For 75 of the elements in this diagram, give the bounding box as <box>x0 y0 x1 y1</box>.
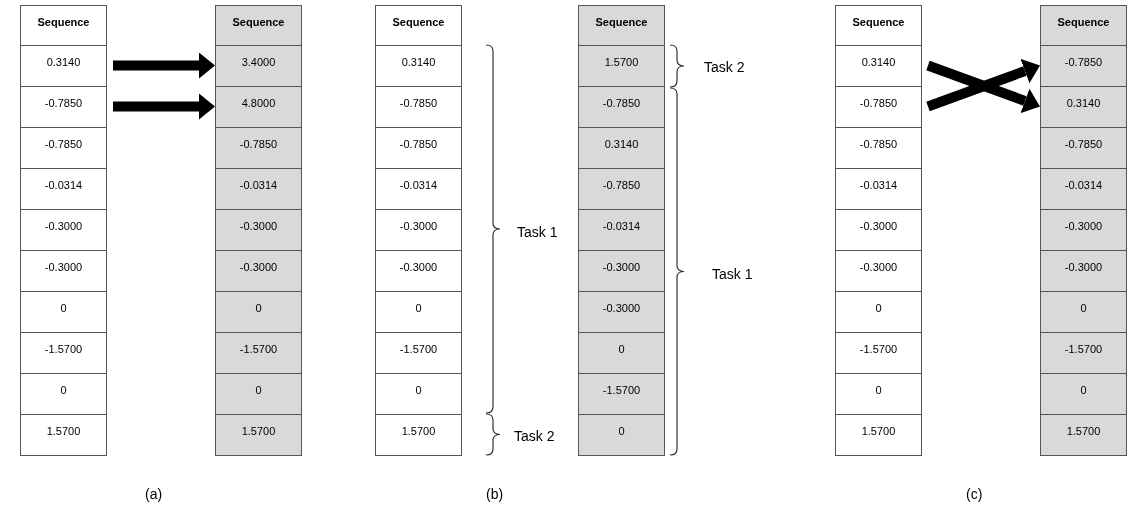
value-cell: -0.7850 <box>20 86 107 128</box>
panel-caption: (a) <box>145 485 163 504</box>
value-cell: 0 <box>375 291 462 333</box>
value-cell: -0.3000 <box>835 209 922 251</box>
value-cell: -0.3000 <box>215 209 302 251</box>
value-cell: 0 <box>215 291 302 333</box>
value-cell: -0.7850 <box>578 168 665 210</box>
value-cell: -0.3000 <box>1040 209 1127 251</box>
value-cell: 0 <box>835 291 922 333</box>
header-cell: Sequence <box>20 5 107 46</box>
value-cell: 0.3140 <box>20 45 107 87</box>
value-cell: 1.5700 <box>215 414 302 456</box>
value-cell: -0.7850 <box>215 127 302 169</box>
value-cell: 0 <box>20 373 107 415</box>
value-cell: 1.5700 <box>1040 414 1127 456</box>
task-label: Task 2 <box>514 427 555 446</box>
value-cell: 1.5700 <box>835 414 922 456</box>
task-label: Task 1 <box>712 265 753 284</box>
value-cell: 1.5700 <box>20 414 107 456</box>
value-cell: -0.0314 <box>215 168 302 210</box>
task-label: Task 1 <box>517 223 558 242</box>
value-cell: -0.7850 <box>1040 127 1127 169</box>
value-cell: -0.0314 <box>375 168 462 210</box>
value-cell: -0.3000 <box>215 250 302 292</box>
value-cell: -0.3000 <box>375 209 462 251</box>
value-cell: -1.5700 <box>375 332 462 374</box>
value-cell: -1.5700 <box>20 332 107 374</box>
value-cell: -0.3000 <box>20 209 107 251</box>
arrow <box>113 52 215 79</box>
value-cell: -0.7850 <box>835 127 922 169</box>
value-cell: -0.7850 <box>1040 45 1127 87</box>
value-cell: -0.3000 <box>20 250 107 292</box>
value-cell: -1.5700 <box>1040 332 1127 374</box>
value-cell: -0.0314 <box>578 209 665 251</box>
header-cell: Sequence <box>375 5 462 46</box>
value-cell: -0.0314 <box>20 168 107 210</box>
value-cell: 0.3140 <box>1040 86 1127 128</box>
value-cell: -0.3000 <box>375 250 462 292</box>
value-cell: -0.7850 <box>375 127 462 169</box>
value-cell: 3.4000 <box>215 45 302 87</box>
value-cell: 0 <box>20 291 107 333</box>
value-cell: 0.3140 <box>835 45 922 87</box>
value-cell: -1.5700 <box>215 332 302 374</box>
value-cell: -1.5700 <box>835 332 922 374</box>
header-cell: Sequence <box>835 5 922 46</box>
arrow <box>113 93 215 120</box>
value-cell: 0 <box>835 373 922 415</box>
value-cell: -0.0314 <box>1040 168 1127 210</box>
value-cell: 0 <box>215 373 302 415</box>
value-cell: 0 <box>1040 291 1127 333</box>
value-cell: 1.5700 <box>578 45 665 87</box>
panel-caption: (c) <box>966 485 983 504</box>
value-cell: -0.7850 <box>20 127 107 169</box>
value-cell: 0 <box>375 373 462 415</box>
header-cell: Sequence <box>215 5 302 46</box>
header-cell: Sequence <box>578 5 665 46</box>
value-cell: -1.5700 <box>578 373 665 415</box>
value-cell: 4.8000 <box>215 86 302 128</box>
value-cell: 0.3140 <box>578 127 665 169</box>
value-cell: 0 <box>1040 373 1127 415</box>
value-cell: -0.3000 <box>578 291 665 333</box>
value-cell: -0.3000 <box>1040 250 1127 292</box>
value-cell: 1.5700 <box>375 414 462 456</box>
value-cell: 0.3140 <box>375 45 462 87</box>
value-cell: -0.3000 <box>578 250 665 292</box>
value-cell: -0.7850 <box>578 86 665 128</box>
value-cell: -0.7850 <box>375 86 462 128</box>
value-cell: -0.0314 <box>835 168 922 210</box>
value-cell: 0 <box>578 332 665 374</box>
value-cell: -0.3000 <box>835 250 922 292</box>
header-cell: Sequence <box>1040 5 1127 46</box>
value-cell: 0 <box>578 414 665 456</box>
task-label: Task 2 <box>704 58 745 77</box>
value-cell: -0.7850 <box>835 86 922 128</box>
panel-caption: (b) <box>486 485 504 504</box>
